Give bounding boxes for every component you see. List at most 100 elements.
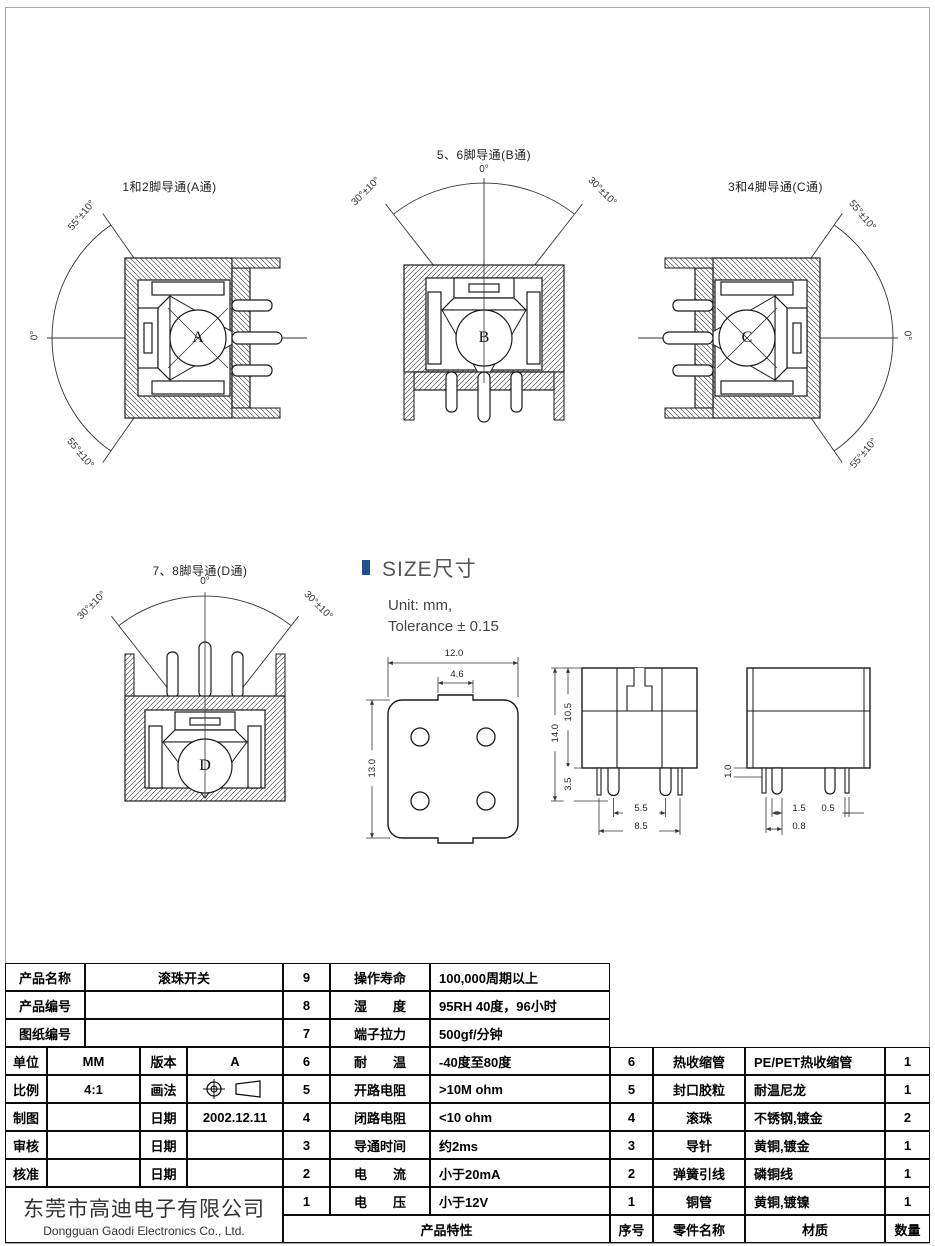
part-no: 6 xyxy=(610,1047,653,1075)
meta-label-approver: 核准 xyxy=(5,1159,47,1187)
diagram-d-ball-letter: D xyxy=(199,757,211,774)
dim-top-tab: 4.6 xyxy=(439,669,475,681)
info-value-drawing-code xyxy=(85,1019,283,1047)
meta-value-version: A xyxy=(187,1047,283,1075)
part-qty: 1 xyxy=(885,1075,930,1103)
char-name: 导通时间 xyxy=(330,1131,430,1159)
char-name: 耐 温 xyxy=(330,1047,430,1075)
meta-label-projection: 画法 xyxy=(140,1075,187,1103)
char-value: 小于20mA xyxy=(430,1159,610,1187)
meta-label-version: 版本 xyxy=(140,1047,187,1075)
page-border xyxy=(5,7,930,1244)
char-no: 2 xyxy=(283,1159,330,1187)
part-material: 黄铜,镀镍 xyxy=(745,1187,885,1215)
part-no: 2 xyxy=(610,1159,653,1187)
diagram-b-ball-letter: B xyxy=(478,329,490,346)
diagram-b-drawing xyxy=(385,178,583,423)
diagram-a-drawing xyxy=(47,213,307,463)
part-name: 滚珠 xyxy=(653,1103,745,1131)
part-qty: 2 xyxy=(885,1103,930,1131)
char-value: -40度至80度 xyxy=(430,1047,610,1075)
char-name: 闭路电阻 xyxy=(330,1103,430,1131)
meta-value-scale: 4:1 xyxy=(47,1075,140,1103)
info-value-product-name: 滚珠开关 xyxy=(85,963,283,991)
part-material: 耐温尼龙 xyxy=(745,1075,885,1103)
char-value: 95RH 40度，96小时 xyxy=(430,991,610,1019)
part-no: 1 xyxy=(610,1187,653,1215)
char-no: 8 xyxy=(283,991,330,1019)
char-name: 湿 度 xyxy=(330,991,430,1019)
diagram-c: 3和4脚导通(C通) 55°±10° 0° 55°±10° C xyxy=(628,170,923,482)
char-no: 7 xyxy=(283,1019,330,1047)
dim-front-total-height: 14.0 xyxy=(550,715,562,752)
part-name: 导针 xyxy=(653,1131,745,1159)
dim-side-pin-width-small: 0.5 xyxy=(814,803,842,815)
meta-label-reviewer: 审核 xyxy=(5,1131,47,1159)
char-name: 电 流 xyxy=(330,1159,430,1187)
diagram-d-title: 7、8脚导通(D通) xyxy=(152,564,248,578)
char-no: 3 xyxy=(283,1131,330,1159)
dim-side-pin-offset: 0.8 xyxy=(785,821,813,833)
company-block: 东莞市高迪电子有限公司 Dongguan Gaodi Electronics C… xyxy=(5,1187,283,1243)
meta-label-review-date: 日期 xyxy=(140,1131,187,1159)
tolerance-line: Tolerance ± 0.15 xyxy=(388,618,499,635)
part-material: 不锈钢,镀金 xyxy=(745,1103,885,1131)
company-name-en: Dongguan Gaodi Electronics Co., Ltd. xyxy=(43,1223,245,1238)
char-no: 6 xyxy=(283,1047,330,1075)
info-label-product-code: 产品编号 xyxy=(5,991,85,1019)
dim-front-outer-span: 8.5 xyxy=(623,821,659,833)
diagram-c-title: 3和4脚导通(C通) xyxy=(727,180,823,194)
diagram-d-angle-zero: 0° xyxy=(200,576,210,587)
dim-side-pin-width-large: 1.5 xyxy=(785,803,813,815)
unit-line: Unit: mm, xyxy=(388,597,453,614)
part-material: 磷铜线 xyxy=(745,1159,885,1187)
part-qty: 1 xyxy=(885,1047,930,1075)
part-qty: 1 xyxy=(885,1187,930,1215)
parts-header-qty: 数量 xyxy=(885,1215,930,1243)
char-footer: 产品特性 xyxy=(283,1215,610,1243)
top-view-svg xyxy=(366,657,519,844)
meta-value-projection xyxy=(187,1075,283,1103)
char-value: >10M ohm xyxy=(430,1075,610,1103)
part-name: 热收缩管 xyxy=(653,1047,745,1075)
info-label-drawing-code: 图纸编号 xyxy=(5,1019,85,1047)
meta-value-review-date xyxy=(187,1131,283,1159)
diagram-c-angle-zero: 0° xyxy=(901,330,913,341)
size-title: SIZE尺寸 xyxy=(382,558,477,581)
part-qty: 1 xyxy=(885,1159,930,1187)
info-value-product-code xyxy=(85,991,283,1019)
top-view-drawing: 12.0 4.6 13.0 xyxy=(358,645,543,850)
char-no: 1 xyxy=(283,1187,330,1215)
meta-label-unit: 单位 xyxy=(5,1047,47,1075)
diagram-c-drawing xyxy=(638,213,898,463)
info-label-product-name: 产品名称 xyxy=(5,963,85,991)
char-name: 电 压 xyxy=(330,1187,430,1215)
dim-front-pin-length: 3.5 xyxy=(563,766,575,803)
part-no: 4 xyxy=(610,1103,653,1131)
char-no: 9 xyxy=(283,963,330,991)
diagram-b: 5、6脚导通(B通) 30°±10° 0° 30°±10° B xyxy=(338,146,630,448)
meta-value-drafter xyxy=(47,1103,140,1131)
company-name-cn: 东莞市高迪电子有限公司 xyxy=(23,1197,265,1221)
meta-label-scale: 比例 xyxy=(5,1075,47,1103)
diagram-a: 1和2脚导通(A通) 55°±10° 0° 55°±10° A xyxy=(22,170,317,482)
side-view-svg xyxy=(724,667,871,835)
part-name: 封口胶粒 xyxy=(653,1075,745,1103)
char-value: 500gf/分钟 xyxy=(430,1019,610,1047)
dim-top-height: 13.0 xyxy=(367,750,379,787)
meta-value-unit: MM xyxy=(47,1047,140,1075)
char-value: 小于12V xyxy=(430,1187,610,1215)
dim-front-inner-span: 5.5 xyxy=(623,803,659,815)
meta-value-approver xyxy=(47,1159,140,1187)
side-view-drawing: 1.0 1.5 0.8 0.5 xyxy=(722,643,932,843)
part-name: 弹簧引线 xyxy=(653,1159,745,1187)
diagram-b-title: 5、6脚导通(B通) xyxy=(436,148,532,162)
dim-top-width: 12.0 xyxy=(436,648,472,660)
part-no: 3 xyxy=(610,1131,653,1159)
meta-value-approve-date xyxy=(187,1159,283,1187)
char-no: 5 xyxy=(283,1075,330,1103)
diagram-a-title: 1和2脚导通(A通) xyxy=(122,180,217,194)
diagram-a-angle-zero: 0° xyxy=(29,330,41,341)
char-value: <10 ohm xyxy=(430,1103,610,1131)
